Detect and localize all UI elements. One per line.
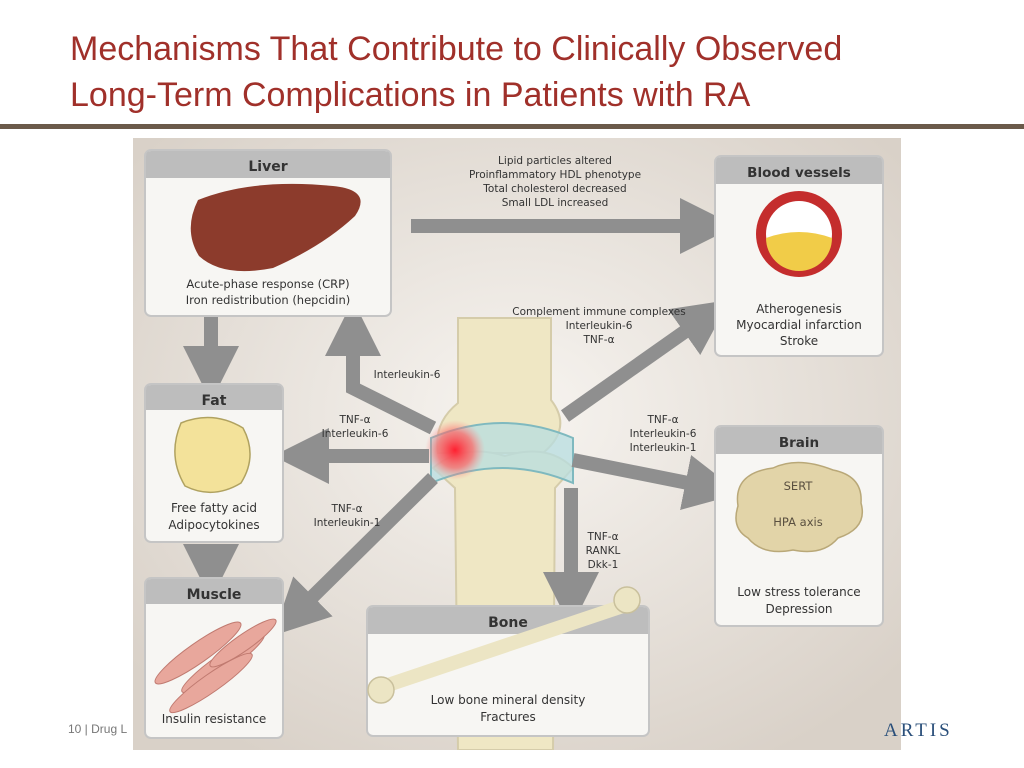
- label-brain-tnf: TNF-α: [646, 414, 678, 426]
- label-bone-tnf: TNF-α: [586, 531, 618, 543]
- fat-title: Fat: [202, 393, 227, 409]
- brain-effect-2: Depression: [765, 602, 832, 616]
- label-lipid-3: Total cholesterol decreased: [482, 183, 626, 195]
- mechanisms-diagram: Liver Acute-phase response (CRP) Iron re…: [133, 138, 901, 751]
- label-lipid-1: Lipid particles altered: [498, 155, 612, 167]
- fat-box: Fat Free fatty acid Adipocytokines: [144, 383, 284, 543]
- label-bone-dkk1: Dkk-1: [588, 559, 619, 571]
- slide-footer: 10 | Drug L: [68, 722, 128, 736]
- brain-title: Brain: [779, 435, 819, 451]
- vessels-effect-1: Atherogenesis: [756, 302, 842, 316]
- brain-organ: [735, 461, 863, 553]
- muscle-fibers: [154, 618, 277, 714]
- label-fat-il6: Interleukin-6: [322, 428, 389, 440]
- bone-effect-2: Fractures: [480, 710, 536, 724]
- liver-effect-2: Iron redistribution (hepcidin): [186, 293, 351, 307]
- label-fat-tnf: TNF-α: [338, 414, 370, 426]
- arrow-joint-to-liver: [325, 300, 437, 435]
- title-divider: [0, 124, 1024, 129]
- arrow-labels: Lipid particles altered Proinflammatory …: [314, 155, 697, 571]
- brain-label-sert: SERT: [784, 479, 814, 493]
- company-logo: ARTIS: [884, 720, 953, 741]
- diagram-svg: Liver Acute-phase response (CRP) Iron re…: [133, 138, 901, 751]
- fat-effect-2: Adipocytokines: [168, 518, 259, 532]
- label-vessels-il6: Interleukin-6: [566, 320, 633, 332]
- blood-vessels-title: Blood vessels: [747, 165, 851, 181]
- label-liver-il6: Interleukin-6: [374, 369, 441, 381]
- liver-title: Liver: [248, 159, 287, 175]
- label-brain-il6: Interleukin-6: [630, 428, 697, 440]
- muscle-title: Muscle: [187, 587, 242, 603]
- vessels-effect-3: Stroke: [780, 334, 818, 348]
- bone-box: Bone Low bone mineral density Fractures: [366, 586, 650, 737]
- label-brain-il1: Interleukin-1: [630, 442, 697, 454]
- liver-box: Liver Acute-phase response (CRP) Iron re…: [144, 149, 392, 317]
- liver-effect-1: Acute-phase response (CRP): [186, 277, 349, 291]
- bone-title: Bone: [488, 615, 528, 631]
- vessel-cross-section: [756, 191, 842, 277]
- knee-joint: [425, 317, 575, 751]
- brain-box: Brain SERT HPA axis Low stress tolerance…: [714, 425, 884, 627]
- blood-vessels-box: Blood vessels Atherogenesis Myocardial i…: [714, 155, 884, 357]
- liver-organ: [190, 183, 361, 272]
- slide-title-line-1: Mechanisms That Contribute to Clinically…: [70, 30, 843, 68]
- arrow-joint-to-vessels: [560, 299, 730, 422]
- fat-cell: [174, 416, 251, 493]
- label-bone-rankl: RANKL: [586, 545, 621, 557]
- bone-effect-1: Low bone mineral density: [431, 693, 586, 707]
- arrows: [183, 198, 741, 636]
- slide-title: Mechanisms That Contribute to Clinically…: [70, 26, 1000, 118]
- label-muscle-tnf: TNF-α: [330, 503, 362, 515]
- label-vessels-complement: Complement immune complexes: [512, 306, 685, 318]
- fat-effect-1: Free fatty acid: [171, 501, 257, 515]
- arrow-joint-to-muscle: [273, 473, 438, 636]
- arrow-joint-to-brain: [571, 453, 741, 510]
- vessels-effect-2: Myocardial infarction: [736, 318, 862, 332]
- slide-title-line-2: Long-Term Complications in Patients with…: [70, 76, 751, 114]
- label-muscle-il1: Interleukin-1: [314, 517, 381, 529]
- label-vessels-tnf: TNF-α: [582, 334, 614, 346]
- muscle-effect-1: Insulin resistance: [162, 712, 267, 726]
- bone-shape: [367, 586, 641, 704]
- label-lipid-4: Small LDL increased: [502, 197, 609, 209]
- brain-label-hpa-axis: HPA axis: [773, 515, 822, 529]
- muscle-box: Muscle Insulin resistance: [144, 577, 284, 739]
- label-lipid-2: Proinflammatory HDL phenotype: [469, 169, 641, 181]
- brain-effect-1: Low stress tolerance: [737, 585, 860, 599]
